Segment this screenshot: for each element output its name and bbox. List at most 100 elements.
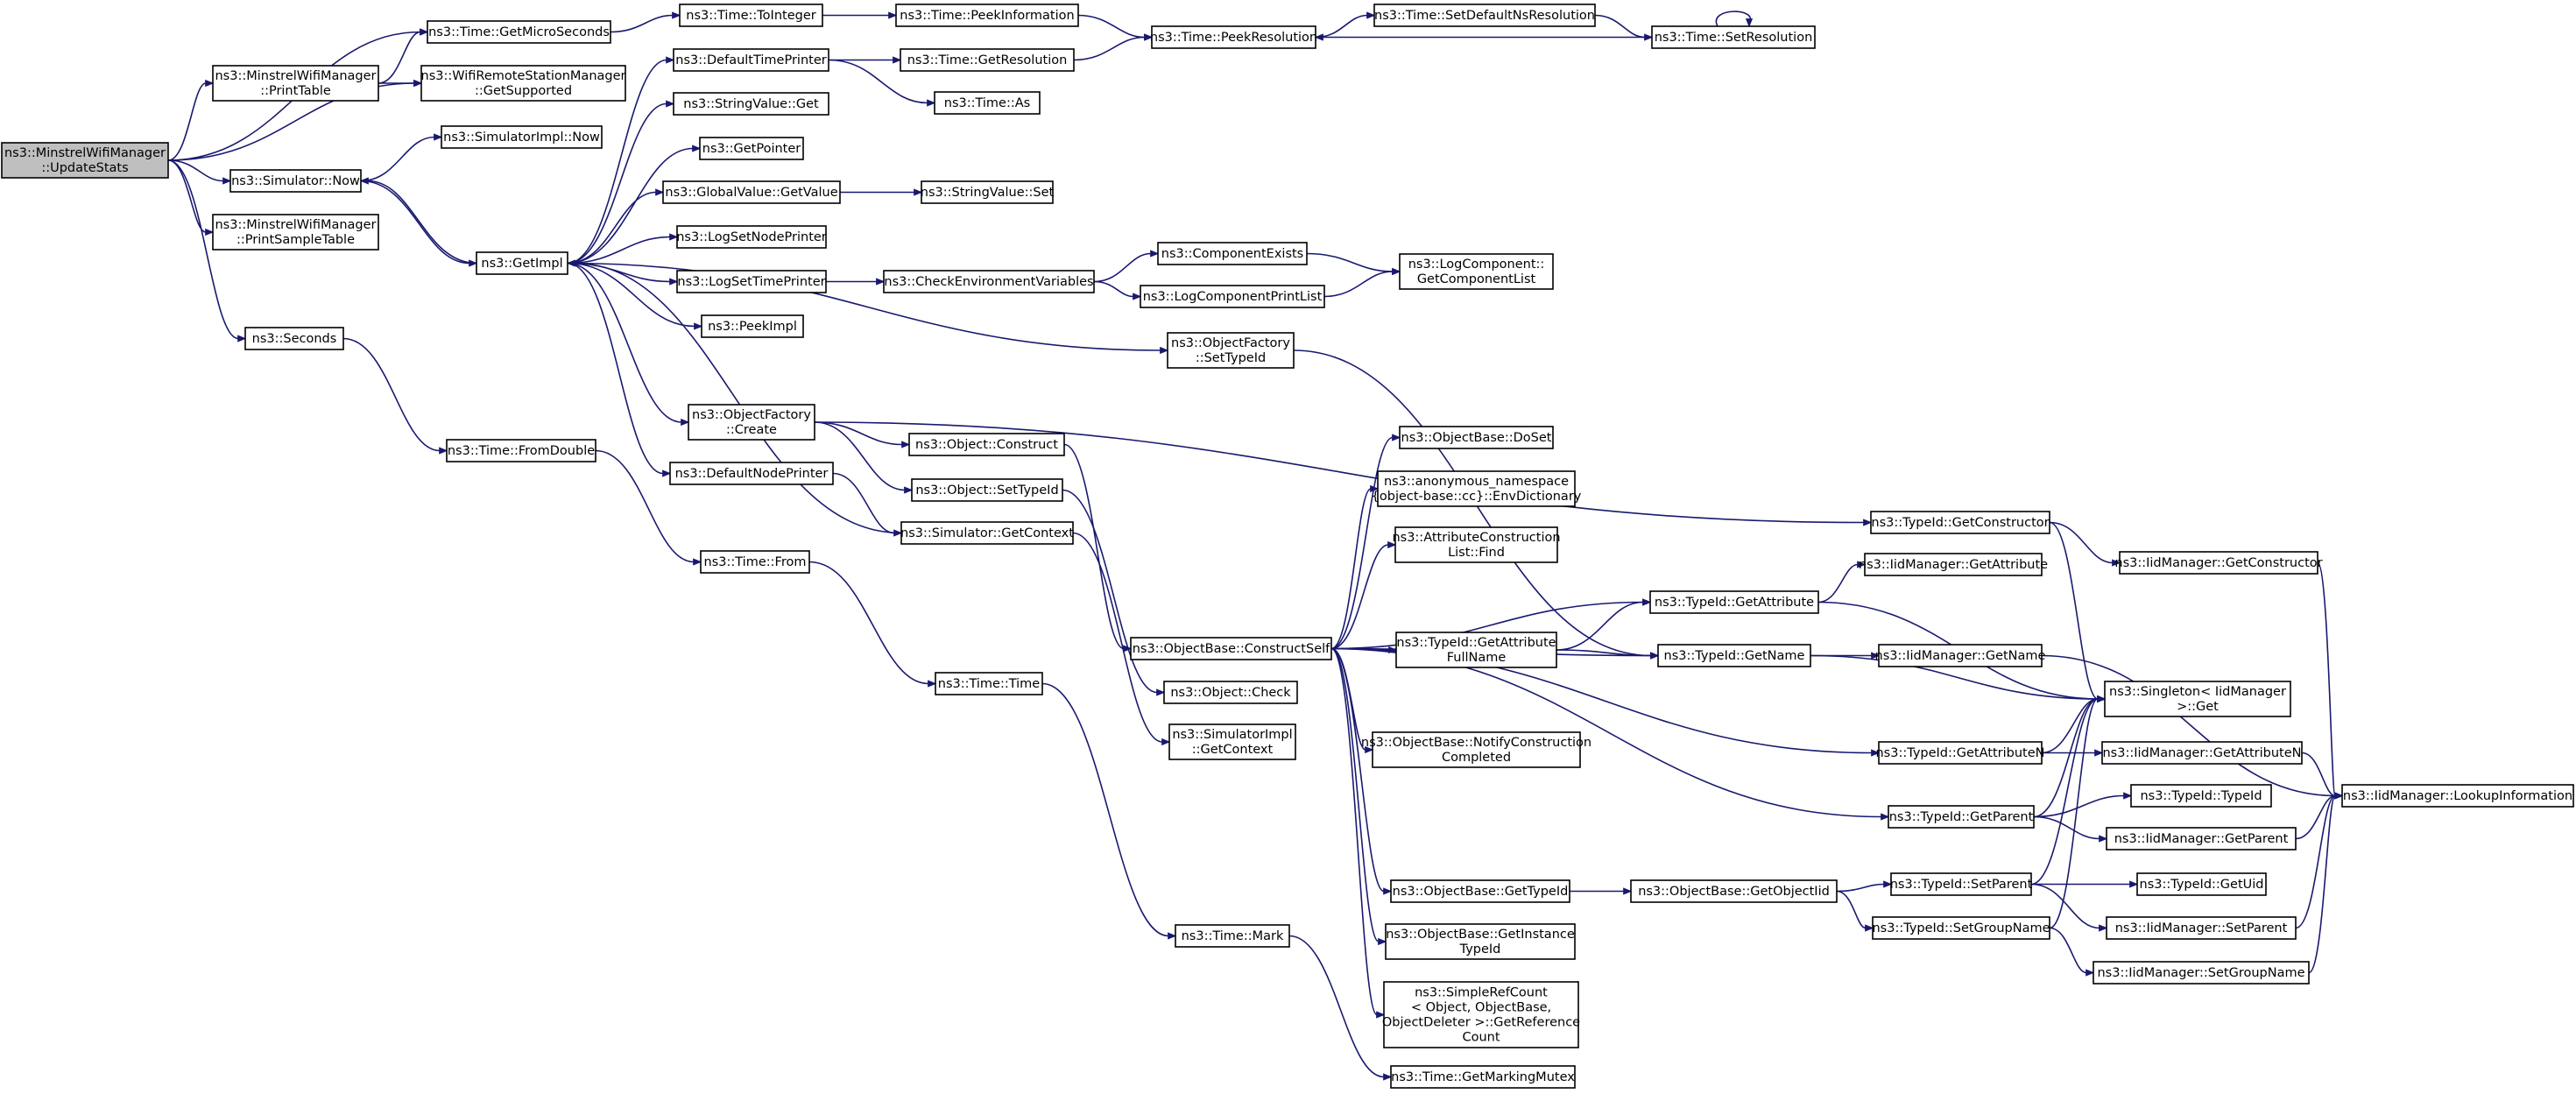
- graph-node-getresolution[interactable]: ns3::Time::GetResolution: [900, 48, 1075, 72]
- graph-node-notifyconst[interactable]: ns3::ObjectBase::NotifyConstructionCompl…: [1361, 731, 1591, 768]
- graph-node-tidgetname[interactable]: ns3::TypeId::GetName: [1657, 644, 1811, 667]
- graph-node-getmicro[interactable]: ns3::Time::GetMicroSeconds: [427, 20, 611, 44]
- graph-node-objsettypeid[interactable]: ns3::Object::SetTypeId: [911, 478, 1063, 502]
- graph-node-getsupported[interactable]: ns3::WifiRemoteStationManager::GetSuppor…: [420, 65, 626, 102]
- node-box: [420, 65, 626, 102]
- graph-node-tidgetuid[interactable]: ns3::TypeId::GetUid: [2136, 872, 2267, 896]
- graph-node-tidgetattrn[interactable]: ns3::TypeId::GetAttributeN: [1875, 741, 2045, 765]
- graph-node-singleton[interactable]: ns3::Singleton< IidManager>::Get: [2104, 681, 2291, 717]
- graph-node-obdoset[interactable]: ns3::ObjectBase::DoSet: [1399, 426, 1554, 449]
- edge-setres-to-setres: [1715, 11, 1754, 28]
- graph-node-timeas[interactable]: ns3::Time::As: [934, 91, 1041, 115]
- node-box: [2101, 741, 2303, 765]
- graph-node-objcheck[interactable]: ns3::Object::Check: [1163, 681, 1298, 704]
- graph-node-iidgetname[interactable]: ns3::IidManager::GetName: [1875, 644, 2046, 667]
- graph-node-tointeger[interactable]: ns3::Time::ToInteger: [679, 4, 823, 27]
- edge-arrowhead: [1365, 745, 1374, 754]
- graph-node-getcomplist[interactable]: ns3::LogComponent::GetComponentList: [1399, 253, 1554, 290]
- graph-node-lognodeprinter[interactable]: ns3::LogSetNodePrinter: [676, 225, 827, 249]
- graph-node-deftimeprinter[interactable]: ns3::DefaultTimePrinter: [673, 48, 829, 72]
- node-label: ns3::IidManager::SetParent: [2115, 921, 2288, 935]
- edge-line: [2295, 794, 2336, 840]
- graph-node-seconds[interactable]: ns3::Seconds: [244, 327, 344, 350]
- node-label: ns3::GetImpl: [481, 257, 562, 271]
- node-box: [1383, 981, 1579, 1048]
- graph-node-simimplnow[interactable]: ns3::SimulatorImpl::Now: [441, 125, 603, 149]
- graph-node-timemark[interactable]: ns3::Time::Mark: [1175, 924, 1290, 948]
- graph-node-tidgetparent[interactable]: ns3::TypeId::GetParent: [1888, 805, 2035, 829]
- graph-node-iidsetgroup[interactable]: ns3::IidManager::SetGroupName: [2093, 961, 2310, 985]
- edge-arrowhead: [904, 486, 914, 494]
- graph-node-tidsetgroup[interactable]: ns3::TypeId::SetGroupName: [1872, 916, 2050, 940]
- edge-line: [567, 102, 667, 265]
- edge-line: [567, 59, 667, 265]
- edge-line: [342, 337, 441, 452]
- graph-node-root[interactable]: ns3::MinstrelWifiManager::UpdateStats: [1, 142, 169, 179]
- edge-checkenv-to-compexists: [1093, 250, 1160, 283]
- edge-arrowhead: [1366, 11, 1376, 19]
- graph-node-printtable[interactable]: ns3::MinstrelWifiManager::PrintTable: [212, 65, 379, 102]
- graph-node-iidlookup[interactable]: ns3::IidManager::LookupInformation: [2341, 784, 2574, 808]
- node-box: [1377, 470, 1576, 507]
- graph-node-ofsettypeid[interactable]: ns3::ObjectFactory::SetTypeId: [1167, 332, 1295, 369]
- graph-node-tidtypeid[interactable]: ns3::TypeId::TypeId: [2130, 784, 2272, 808]
- graph-node-envdict[interactable]: ns3::anonymous_namespace{object-base::cc…: [1372, 470, 1582, 507]
- node-label: ns3::ObjectBase::DoSet: [1401, 431, 1552, 445]
- graph-node-simgetctx[interactable]: ns3::Simulator::GetContext: [900, 521, 1074, 545]
- graph-node-simimplgetctx[interactable]: ns3::SimulatorImpl::GetContext: [1168, 723, 1296, 760]
- graph-node-simplerefcount[interactable]: ns3::SimpleRefCount< Object, ObjectBase,…: [1382, 981, 1580, 1048]
- graph-node-setdefns[interactable]: ns3::Time::SetDefaultNsResolution: [1373, 4, 1596, 27]
- graph-node-setres[interactable]: ns3::Time::SetResolution: [1651, 25, 1816, 49]
- graph-node-simnow[interactable]: ns3::Simulator::Now: [229, 169, 362, 193]
- edge-arrowhead: [692, 145, 702, 152]
- edge-root-to-printsample: [167, 159, 215, 236]
- node-label: ns3::ObjectFactory: [692, 408, 811, 422]
- graph-node-timetime[interactable]: ns3::Time::Time: [935, 672, 1043, 695]
- graph-node-compexists[interactable]: ns3::ComponentExists: [1157, 242, 1308, 265]
- graph-node-ofcreate[interactable]: ns3::ObjectFactory::Create: [688, 404, 815, 441]
- graph-node-iidgetparent[interactable]: ns3::IidManager::GetParent: [2106, 827, 2297, 850]
- node-label: Count: [1462, 1031, 1500, 1045]
- graph-node-strvalget[interactable]: ns3::StringValue::Get: [673, 92, 829, 116]
- graph-node-peekimpl[interactable]: ns3::PeekImpl: [701, 314, 804, 338]
- edge-obcs-to-attrfind: [1330, 540, 1397, 650]
- node-label: ::GetSupported: [475, 84, 572, 98]
- edge-line: [1073, 36, 1146, 61]
- node-label: ns3::Time::Time: [938, 677, 1041, 691]
- graph-node-logtimeprinter[interactable]: ns3::LogSetTimePrinter: [676, 270, 827, 293]
- graph-node-iidgetattrn[interactable]: ns3::IidManager::GetAttributeN: [2101, 741, 2303, 765]
- graph-node-timefrom[interactable]: ns3::Time::From: [700, 550, 810, 574]
- graph-node-fromdouble[interactable]: ns3::Time::FromDouble: [446, 439, 596, 462]
- graph-node-tidsetparent[interactable]: ns3::TypeId::SetParent: [1890, 872, 2033, 896]
- graph-node-checkenv[interactable]: ns3::CheckEnvironmentVariables: [883, 270, 1095, 293]
- graph-node-getimpl[interactable]: ns3::GetImpl: [476, 251, 568, 275]
- graph-node-iidgetctor[interactable]: ns3::IidManager::GetConstructor: [2114, 551, 2323, 575]
- graph-node-strvalset[interactable]: ns3::StringValue::Set: [921, 180, 1055, 204]
- graph-node-gvgetvalue[interactable]: ns3::GlobalValue::GetValue: [662, 180, 841, 204]
- graph-node-obgetobjtid[interactable]: ns3::ObjectBase::GetObjectIid: [1630, 879, 1838, 903]
- graph-node-peekres[interactable]: ns3::Time::PeekResolution: [1150, 25, 1317, 49]
- graph-node-peekinfo[interactable]: ns3::Time::PeekInformation: [895, 4, 1079, 27]
- graph-node-tidgetctor[interactable]: ns3::TypeId::GetConstructor: [1870, 511, 2050, 534]
- node-box: [2341, 784, 2574, 808]
- node-label: ns3::Object::Construct: [915, 438, 1058, 452]
- graph-node-obcs[interactable]: ns3::ObjectBase::ConstructSelf: [1130, 637, 1332, 660]
- graph-node-obgettypeid[interactable]: ns3::ObjectBase::GetTypeId: [1390, 879, 1570, 903]
- graph-node-logcompprint[interactable]: ns3::LogComponentPrintList: [1140, 285, 1325, 308]
- node-label: ::GetContext: [1192, 743, 1274, 757]
- graph-node-tidgetattr[interactable]: ns3::TypeId::GetAttribute: [1649, 590, 1819, 614]
- graph-node-iidgetattr[interactable]: ns3::IidManager::GetAttribute: [1859, 553, 2048, 576]
- graph-node-iidsetparent[interactable]: ns3::IidManager::SetParent: [2106, 916, 2297, 940]
- graph-node-getpointer[interactable]: ns3::GetPointer: [699, 137, 804, 160]
- node-box: [1890, 872, 2032, 896]
- graph-node-objconstruct[interactable]: ns3::Object::Construct: [908, 433, 1065, 456]
- graph-node-printsample[interactable]: ns3::MinstrelWifiManager::PrintSampleTab…: [212, 214, 379, 251]
- edge-getimpl-to-deftimeprinter: [567, 56, 675, 265]
- node-box: [244, 327, 344, 350]
- graph-node-getmarkingmutex[interactable]: ns3::Time::GetMarkingMutex: [1390, 1065, 1576, 1089]
- edge-line: [360, 136, 435, 182]
- graph-node-defnodeprinter[interactable]: ns3::DefaultNodePrinter: [669, 462, 834, 485]
